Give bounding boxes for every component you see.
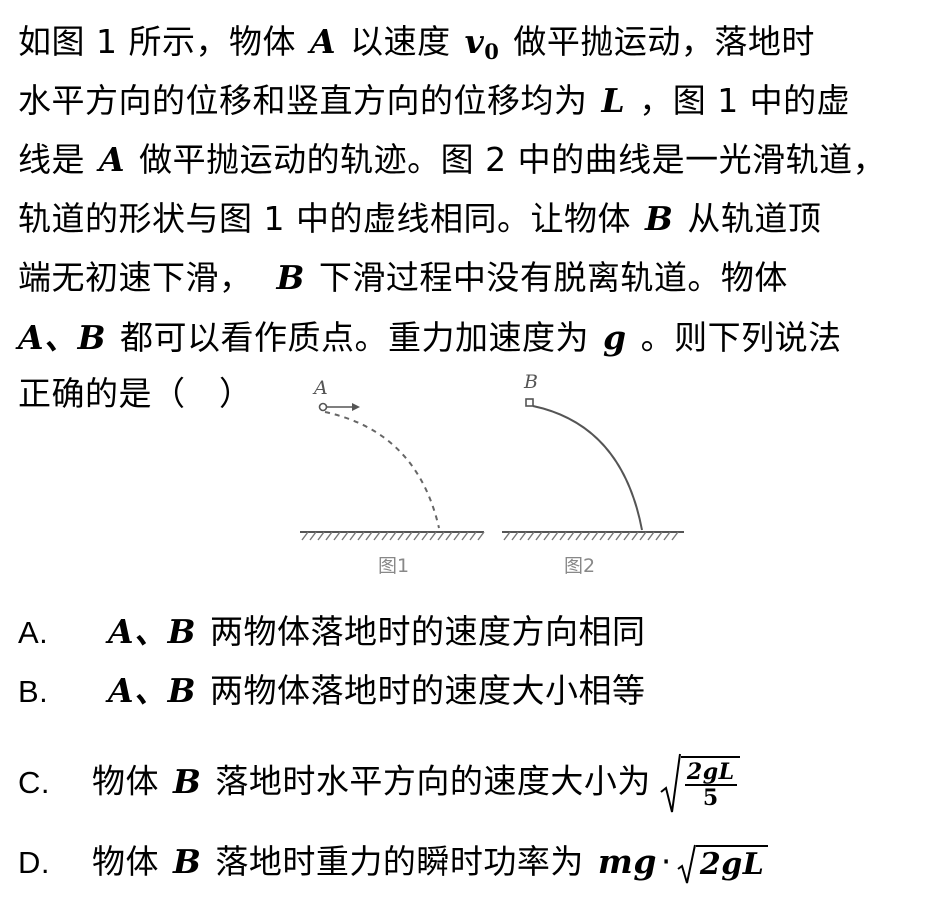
- question-text: 做平抛运动，落地时: [513, 22, 815, 61]
- question-text: 以速度: [350, 22, 451, 61]
- ground-hatch-2: [503, 531, 679, 541]
- label-A: A: [312, 377, 328, 399]
- question-text: 正确的是（ ）: [18, 374, 253, 413]
- option-b[interactable]: B. A、B 两物体落地时的速度大小相等: [18, 671, 646, 712]
- radicand: 2gL: [695, 844, 769, 883]
- fraction-denominator: 5: [702, 785, 719, 811]
- question-line-7: 正确的是（ ）: [18, 374, 253, 414]
- option-variable: A、B: [108, 671, 196, 710]
- label-B: B: [523, 371, 538, 393]
- question-text: 下滑过程中没有脱离轨道。物体: [318, 258, 788, 297]
- object-A-dot: [318, 402, 328, 412]
- option-variable: B: [173, 761, 202, 801]
- subscript-0: 0: [484, 39, 500, 64]
- variable-A: A: [309, 22, 337, 61]
- variable-B: B: [276, 258, 305, 297]
- option-prefix: 物体: [92, 842, 159, 881]
- option-text: 两物体落地时的速度方向相同: [210, 612, 646, 651]
- question-line-2: 水平方向的位移和竖直方向的位移均为 L ，图 1 中的虚: [18, 81, 850, 121]
- arrow-head-icon: [352, 403, 360, 411]
- expression-mg: mg: [597, 842, 657, 881]
- variable-L: L: [601, 81, 626, 120]
- variable-v0: v0: [465, 22, 500, 72]
- option-variable: A、B: [108, 612, 196, 651]
- option-text: 两物体落地时的速度大小相等: [210, 671, 646, 710]
- question-text: 线是: [18, 140, 85, 179]
- option-text: 落地时水平方向的速度大小为: [215, 761, 651, 801]
- caption-figure-2: 图2: [564, 555, 595, 577]
- option-variable: B: [173, 842, 202, 881]
- variable-A: A: [99, 140, 126, 179]
- question-line-3: 线是 A 做平抛运动的轨迹。图 2 中的曲线是一光滑轨道，: [18, 140, 886, 180]
- figure-projectile-and-track: A 图1 B 图2: [292, 370, 692, 585]
- question-line-5: 端无初速下滑， B 下滑过程中没有脱离轨道。物体: [18, 258, 788, 298]
- question-line-6: A、B 都可以看作质点。重力加速度为 g 。则下列说法: [18, 318, 842, 358]
- figure-svg: A 图1 B 图2: [300, 371, 684, 577]
- question-text: 如图 1 所示，物体: [18, 22, 296, 61]
- smooth-track-curve: [532, 405, 643, 531]
- radical-sign-icon: [660, 753, 681, 813]
- question-text: 。则下列说法: [640, 318, 842, 357]
- object-B-square: [525, 398, 534, 407]
- radical-sign-icon: [677, 844, 696, 884]
- sqrt-expression: 2gL: [676, 842, 769, 885]
- question-text: 端无初速下滑，: [18, 258, 253, 297]
- question-line-4: 轨道的形状与图 1 中的虚线相同。让物体 B 从轨道顶: [18, 199, 821, 239]
- option-letter: C.: [18, 764, 50, 800]
- question-text: 做平抛运动的轨迹。图 2 中的曲线是一光滑轨道，: [139, 140, 887, 179]
- option-letter: B.: [18, 674, 49, 709]
- question-text: 从轨道顶: [687, 199, 822, 238]
- variable-v: v: [464, 22, 485, 61]
- multiply-dot: ·: [660, 842, 672, 881]
- question-text: ，图 1 中的虚: [639, 81, 851, 120]
- variable-AB: A、B: [18, 318, 106, 357]
- question-line-1: 如图 1 所示，物体 A 以速度 v0 做平抛运动，落地时: [18, 22, 815, 72]
- option-text: 落地时重力的瞬时功率为: [215, 842, 584, 881]
- caption-figure-1: 图1: [378, 555, 409, 577]
- option-letter: A.: [18, 615, 49, 650]
- question-text: 水平方向的位移和竖直方向的位移均为: [18, 81, 588, 120]
- variable-B: B: [644, 199, 674, 238]
- option-a[interactable]: A. A、B 两物体落地时的速度方向相同: [18, 612, 646, 653]
- ground-hatch-1: [301, 531, 485, 541]
- option-d[interactable]: D. 物体 B 落地时重力的瞬时功率为 mg· 2gL: [18, 842, 769, 885]
- trajectory-dashed-curve: [324, 411, 440, 529]
- variable-g: g: [603, 318, 627, 357]
- question-text: 都可以看作质点。重力加速度为: [120, 318, 589, 357]
- question-text: 轨道的形状与图 1 中的虚线相同。让物体: [18, 199, 631, 238]
- option-prefix: 物体: [92, 761, 159, 801]
- option-letter: D.: [18, 845, 50, 880]
- fraction-numerator: 2gL: [684, 759, 737, 786]
